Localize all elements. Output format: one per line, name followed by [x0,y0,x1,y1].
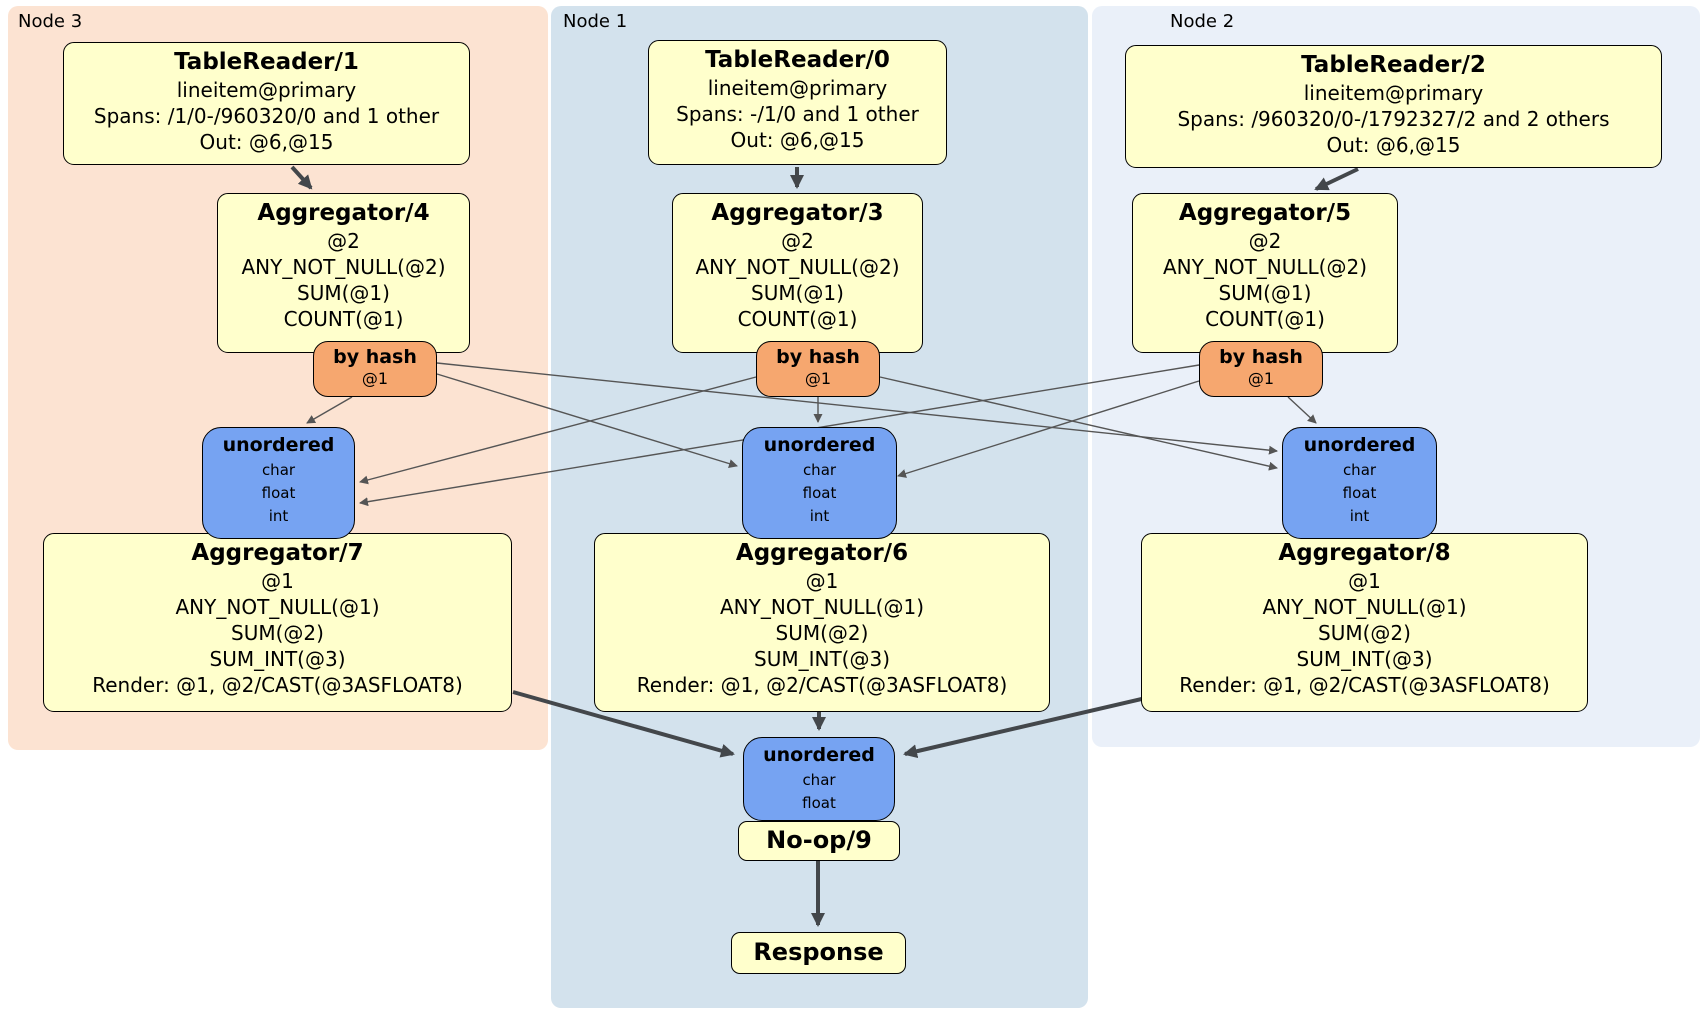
processor-detail: ANY_NOT_NULL(@2) [695,255,900,279]
processor-detail: ANY_NOT_NULL(@1) [720,595,924,619]
processor-title: Aggregator/3 [711,200,884,226]
sync-detail: char [802,461,837,479]
sync-title: unordered [763,744,875,766]
sync-title: unordered [1303,434,1416,456]
processor-detail: SUM(@2) [775,621,869,645]
processor-title: Aggregator/4 [257,200,430,226]
router-detail: @1 [361,369,389,388]
processor-aggregator-5: Aggregator/5 @2 ANY_NOT_NULL(@2) SUM(@1)… [1132,193,1398,353]
edge-router3-sync1 [436,373,738,468]
processor-detail: @1 [261,569,294,593]
router-detail: @1 [1247,369,1275,388]
router-detail: @1 [804,369,832,388]
router-by-hash-node3: by hash @1 [313,341,437,397]
sync-unordered-node3: unordered char float int [202,427,355,539]
edge-router3-sync3 [306,396,353,424]
edge-router2-sync1 [897,380,1200,478]
processor-detail: ANY_NOT_NULL(@1) [175,595,380,619]
processor-detail: SUM_INT(@3) [1296,647,1433,671]
sync-detail: float [1342,484,1377,502]
processor-detail: Out: @6,@15 [1326,133,1461,157]
processor-tablereader-2: TableReader/2 lineitem@primary Spans: /9… [1125,45,1662,168]
processor-noop-9: No-op/9 [738,821,900,861]
processor-tablereader-1: TableReader/1 lineitem@primary Spans: /1… [63,42,470,165]
processor-detail: COUNT(@1) [737,307,858,331]
node3-label: Node 3 [18,11,83,32]
processor-detail: Out: @6,@15 [730,128,865,152]
processor-detail: SUM(@2) [231,621,324,645]
processor-detail: SUM_INT(@3) [754,647,890,671]
processor-detail: SUM(@1) [1218,281,1312,305]
sync-title: unordered [222,434,335,456]
processor-detail: SUM(@1) [751,281,844,305]
processor-detail: ANY_NOT_NULL(@2) [1163,255,1367,279]
processor-detail: Spans: /960320/0-/1792327/2 and 2 others [1177,107,1610,131]
sync-unordered-final: unordered char float [743,737,895,821]
router-title: by hash [1219,346,1303,368]
processor-detail: lineitem@primary [176,78,357,102]
edge-router1-sync3 [359,376,757,485]
sync-unordered-node1: unordered char float int [742,427,897,539]
response-box: Response [731,932,906,974]
edge-tr1-agg4 [290,165,313,190]
processor-detail: @2 [1248,229,1282,253]
sync-detail: float [802,794,836,812]
edge-agg8-syncfinal [903,696,1147,759]
router-title: by hash [333,346,417,368]
sync-detail: char [802,771,836,789]
processor-title: TableReader/1 [174,49,359,75]
processor-detail: SUM_INT(@3) [209,647,346,671]
router-by-hash-node2: by hash @1 [1199,341,1323,397]
sync-detail: float [261,484,296,502]
processor-detail: Render: @1, @2/CAST(@3ASFLOAT8) [1179,673,1550,697]
sync-detail: char [1342,461,1377,479]
processor-aggregator-6: Aggregator/6 @1 ANY_NOT_NULL(@1) SUM(@2)… [594,533,1050,712]
processor-detail: SUM(@1) [297,281,390,305]
processor-tablereader-0: TableReader/0 lineitem@primary Spans: -/… [648,40,947,165]
processor-aggregator-7: Aggregator/7 @1 ANY_NOT_NULL(@1) SUM(@2)… [43,533,512,712]
processor-title: Aggregator/7 [191,540,364,566]
sync-detail: char [261,461,296,479]
processor-title: Aggregator/5 [1178,200,1352,226]
edge-router2-sync2 [1287,396,1317,424]
sync-detail: int [809,507,830,525]
processor-detail: @2 [781,229,814,253]
edge-tr2-agg5 [1314,167,1359,191]
processor-detail: ANY_NOT_NULL(@2) [241,255,446,279]
processor-detail: lineitem@primary [707,76,888,100]
processor-detail: SUM(@2) [1318,621,1411,645]
edge-agg7-syncfinal [512,690,735,758]
processor-detail: Spans: -/1/0 and 1 other [676,102,919,126]
processor-aggregator-8: Aggregator/8 @1 ANY_NOT_NULL(@1) SUM(@2)… [1141,533,1588,712]
processor-detail: @1 [1348,569,1381,593]
processor-detail: Render: @1, @2/CAST(@3ASFLOAT8) [636,673,1008,697]
processor-title: Aggregator/6 [735,540,909,566]
processor-title: Aggregator/8 [1278,540,1451,566]
processor-detail: Out: @6,@15 [199,130,334,154]
processor-detail: Render: @1, @2/CAST(@3ASFLOAT8) [92,673,463,697]
node1-label: Node 1 [563,11,628,32]
processor-detail: ANY_NOT_NULL(@1) [1262,595,1467,619]
processor-aggregator-4: Aggregator/4 @2 ANY_NOT_NULL(@2) SUM(@1)… [217,193,470,353]
processor-title: TableReader/2 [1301,52,1486,78]
processor-detail: COUNT(@1) [1205,307,1325,331]
sync-detail: int [1349,507,1370,525]
processor-aggregator-3: Aggregator/3 @2 ANY_NOT_NULL(@2) SUM(@1)… [672,193,923,353]
processor-detail: Spans: /1/0-/960320/0 and 1 other [93,104,440,128]
sync-title: unordered [763,434,876,456]
sync-detail: float [802,484,837,502]
processor-detail: @1 [805,569,839,593]
router-title: by hash [776,346,860,368]
processor-detail: COUNT(@1) [283,307,404,331]
processor-detail: @2 [327,229,360,253]
edge-router1-sync2 [879,376,1278,471]
processor-detail: lineitem@primary [1303,81,1484,105]
node2-label: Node 2 [1170,11,1235,32]
processor-title: TableReader/0 [705,47,890,73]
sync-unordered-node2: unordered char float int [1282,427,1437,539]
router-by-hash-node1: by hash @1 [756,341,880,397]
sync-detail: int [268,507,289,525]
